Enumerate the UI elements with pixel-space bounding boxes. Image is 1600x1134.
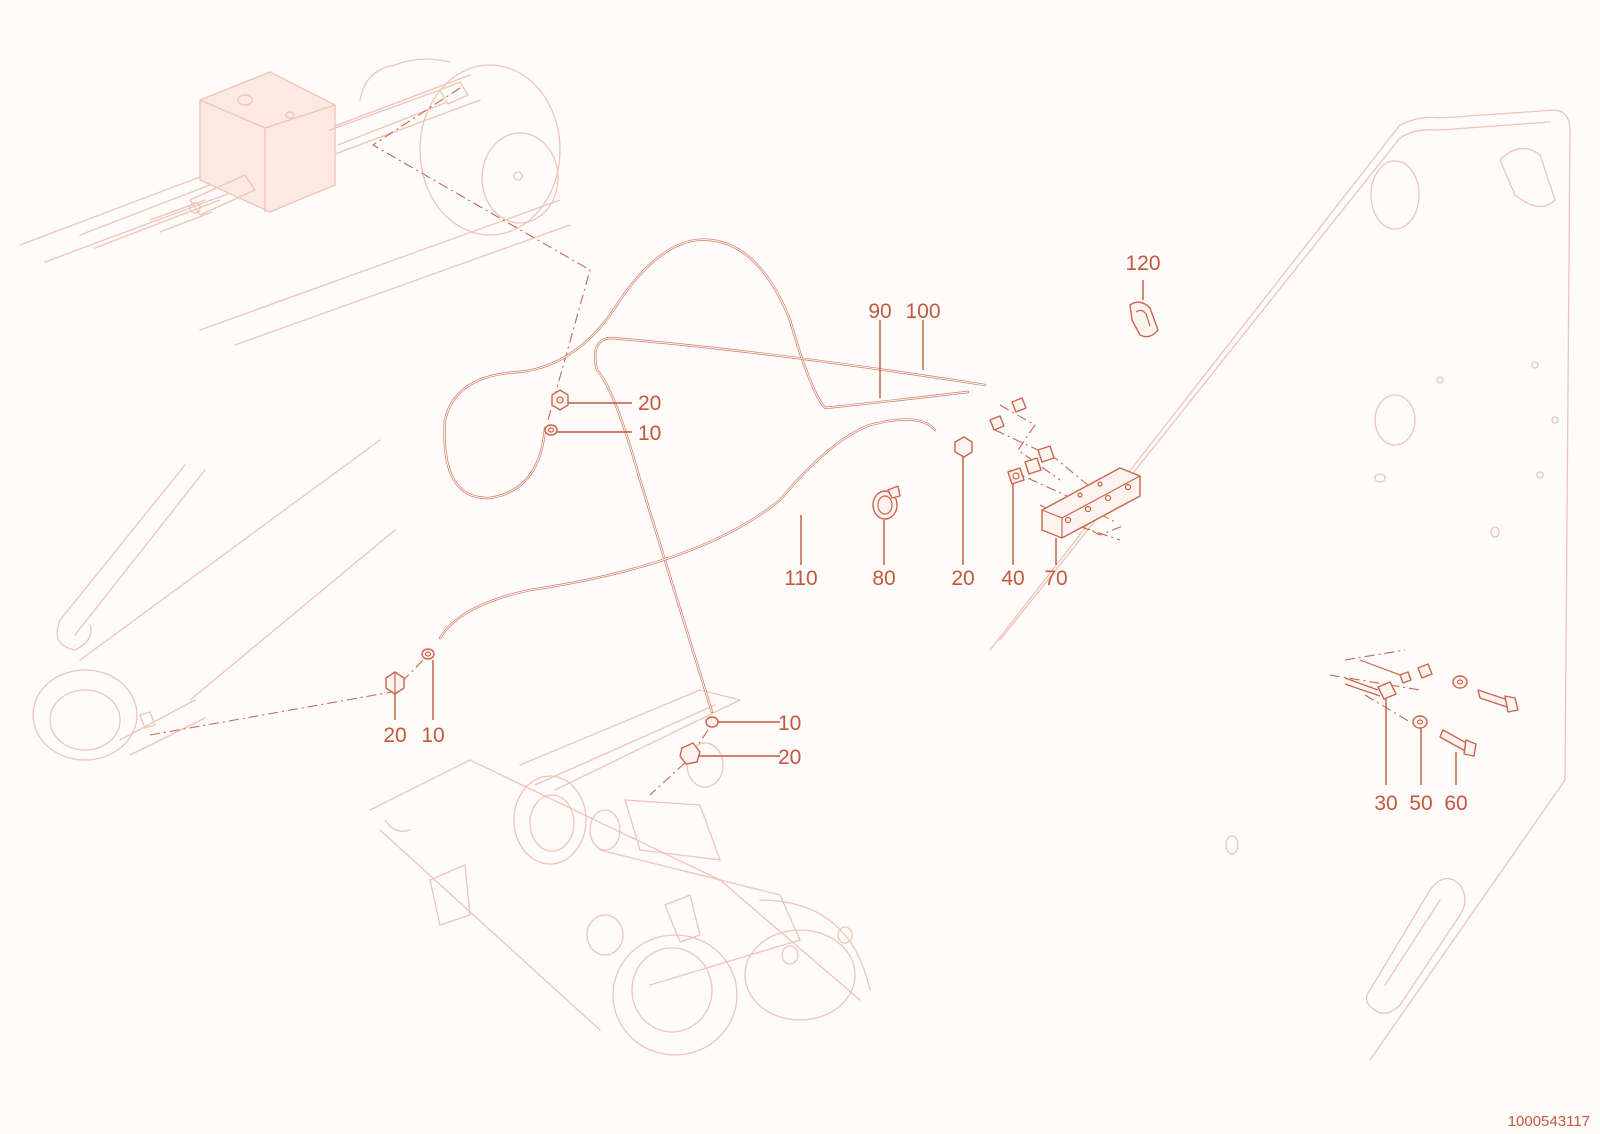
callout-20-left: 20 bbox=[383, 724, 406, 747]
clip-icon bbox=[1129, 301, 1159, 338]
hose-110 bbox=[438, 418, 937, 640]
hose-loop-left bbox=[443, 238, 970, 500]
hex-nut-icon bbox=[954, 436, 973, 458]
assembly-lines bbox=[149, 87, 1421, 796]
upper-cylinder-drawing bbox=[19, 58, 571, 346]
callout-100: 100 bbox=[905, 300, 940, 323]
callout-60: 60 bbox=[1444, 792, 1467, 815]
fitting-30-icon bbox=[1344, 677, 1397, 700]
callout-10-left: 10 bbox=[421, 724, 444, 747]
hex-nut-icon bbox=[385, 671, 405, 695]
bolt-60-icon bbox=[1439, 729, 1477, 757]
callout-40: 40 bbox=[1001, 567, 1024, 590]
adapter-fitting-icon bbox=[1007, 445, 1055, 485]
hoses bbox=[438, 238, 987, 714]
small-fittings-icon bbox=[1359, 659, 1433, 684]
callout-labels: 120 90 100 20 10 110 80 20 40 70 20 10 1… bbox=[383, 252, 1467, 815]
callout-30: 30 bbox=[1374, 792, 1397, 815]
base-assembly-drawing bbox=[369, 689, 871, 1056]
side-frame-plate bbox=[989, 109, 1571, 1061]
hose-clamp-icon bbox=[872, 485, 901, 520]
callout-20-right: 20 bbox=[951, 567, 974, 590]
distribution-block-icon bbox=[1041, 467, 1141, 539]
callout-120: 120 bbox=[1125, 252, 1160, 275]
callout-70: 70 bbox=[1044, 567, 1067, 590]
document-number: 1000543117 bbox=[1508, 1113, 1590, 1130]
background-machinery bbox=[19, 58, 1571, 1061]
callout-90: 90 bbox=[868, 300, 891, 323]
hex-nut-icon bbox=[679, 742, 701, 765]
callout-50: 50 bbox=[1409, 792, 1432, 815]
callout-110: 110 bbox=[784, 567, 817, 590]
ring-seal-icon bbox=[544, 424, 558, 436]
washer-icon bbox=[1452, 675, 1468, 689]
bolt-icon bbox=[1477, 689, 1519, 713]
callout-20-bottom: 20 bbox=[778, 746, 801, 769]
parts bbox=[385, 301, 1519, 765]
leader-lines bbox=[394, 280, 1457, 785]
callout-10-top: 10 bbox=[638, 422, 661, 445]
fitting-icon bbox=[989, 397, 1027, 431]
callout-10-bottom: 10 bbox=[778, 712, 801, 735]
callout-80: 80 bbox=[872, 567, 895, 590]
ring-seal-icon bbox=[705, 716, 719, 728]
washer-50-icon bbox=[1412, 715, 1428, 729]
lower-cylinder-drawing bbox=[32, 439, 396, 761]
hex-nut-icon bbox=[551, 389, 569, 411]
ring-seal-icon bbox=[421, 648, 435, 660]
callout-20-top: 20 bbox=[638, 392, 661, 415]
